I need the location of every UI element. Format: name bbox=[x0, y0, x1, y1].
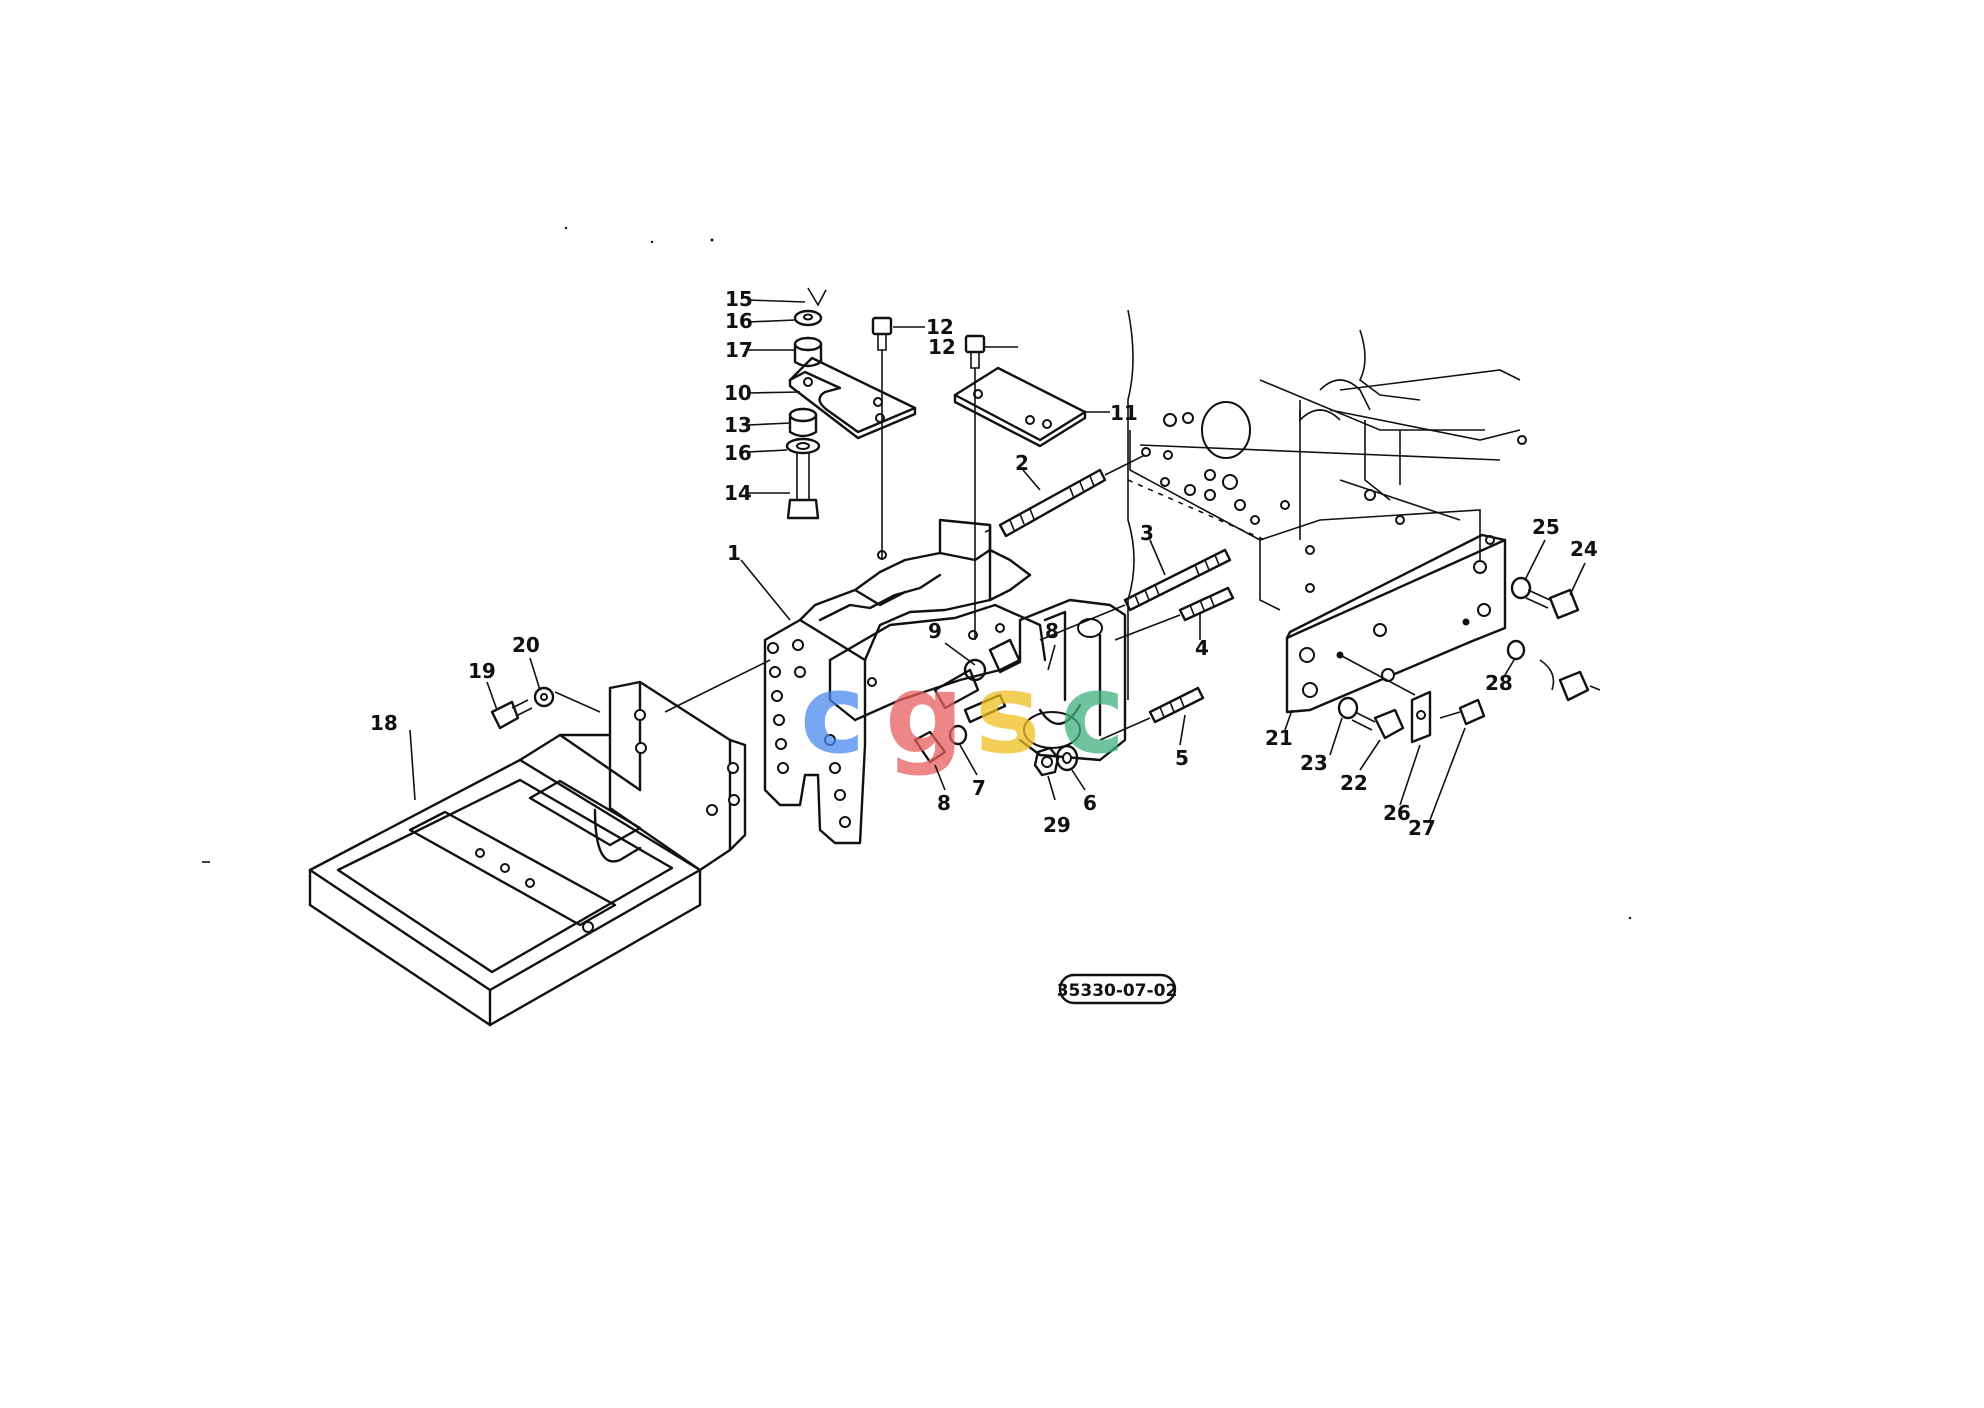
leader-lines bbox=[409, 299, 1586, 821]
callout-7: 7 bbox=[972, 776, 986, 800]
callout-8b: 8 bbox=[1045, 619, 1059, 643]
callout-16a: 16 bbox=[725, 309, 753, 333]
callout-10: 10 bbox=[724, 381, 752, 405]
washer-28-bolt bbox=[1506, 639, 1601, 702]
callout-22: 22 bbox=[1340, 771, 1368, 795]
side-plate-21 bbox=[1285, 533, 1507, 714]
drawing-code-badge: 35330-07-02 bbox=[1057, 973, 1178, 1005]
callout-17: 17 bbox=[725, 338, 753, 362]
nut-29-washer-6 bbox=[1033, 744, 1079, 777]
callout-6: 6 bbox=[1083, 791, 1097, 815]
watermark-s: s bbox=[975, 650, 1040, 778]
scan-specks bbox=[202, 226, 1632, 920]
plate-11 bbox=[953, 366, 1087, 448]
callout-2: 2 bbox=[1015, 451, 1029, 475]
bolt-24-washer-25 bbox=[1510, 576, 1580, 620]
callout-12b: 12 bbox=[928, 335, 956, 359]
stud-3 bbox=[1039, 548, 1232, 641]
watermark-c1: c bbox=[800, 650, 865, 778]
callout-23: 23 bbox=[1300, 751, 1328, 775]
callout-18: 18 bbox=[370, 711, 398, 735]
stud-5 bbox=[1099, 686, 1205, 741]
callout-1: 1 bbox=[727, 541, 741, 565]
stack-15-16-17 bbox=[793, 287, 827, 368]
callout-21: 21 bbox=[1265, 726, 1293, 750]
callout-9: 9 bbox=[928, 619, 942, 643]
clip-26-bolt-27 bbox=[1410, 690, 1486, 744]
callout-5: 5 bbox=[1175, 746, 1189, 770]
drawing-code: 35330-07-02 bbox=[1057, 981, 1178, 1001]
stud-2 bbox=[984, 447, 1151, 538]
callout-26: 26 bbox=[1383, 801, 1411, 825]
callout-13: 13 bbox=[724, 413, 752, 437]
callout-25: 25 bbox=[1532, 515, 1560, 539]
callout-29: 29 bbox=[1043, 813, 1071, 837]
watermark: c g s c bbox=[800, 650, 1125, 778]
main-bracket-1 bbox=[763, 518, 1127, 845]
stack-13-16-14 bbox=[785, 407, 821, 520]
bolt-12-left bbox=[871, 316, 893, 560]
callout-8a: 8 bbox=[937, 791, 951, 815]
plate-10 bbox=[788, 356, 917, 440]
callout-20: 20 bbox=[512, 633, 540, 657]
bolt-22-washer-23 bbox=[1337, 696, 1405, 740]
nut-8-washer-7 bbox=[913, 724, 968, 764]
callout-11: 11 bbox=[1110, 401, 1138, 425]
callout-15: 15 bbox=[725, 287, 753, 311]
tractor-housing bbox=[1127, 309, 1527, 700]
stud-4 bbox=[1114, 586, 1235, 641]
watermark-c2: c bbox=[1060, 650, 1125, 778]
bolt-12-right bbox=[964, 334, 986, 640]
callout-14: 14 bbox=[724, 481, 752, 505]
bolt-19-washer-20 bbox=[490, 686, 601, 730]
callout-24: 24 bbox=[1570, 537, 1598, 561]
callout-3: 3 bbox=[1140, 521, 1154, 545]
parts-9-8-upper bbox=[933, 638, 1022, 724]
callout-16b: 16 bbox=[724, 441, 752, 465]
weight-tray-18 bbox=[308, 659, 771, 1027]
callout-4: 4 bbox=[1195, 636, 1209, 660]
watermark-g: g bbox=[885, 650, 964, 778]
callout-12a: 12 bbox=[926, 315, 954, 339]
callout-19: 19 bbox=[468, 659, 496, 683]
callout-labels: 15 16 17 10 13 16 14 12 12 11 2 3 4 5 6 … bbox=[370, 287, 1598, 840]
callout-28: 28 bbox=[1485, 671, 1513, 695]
callout-27: 27 bbox=[1408, 816, 1436, 840]
